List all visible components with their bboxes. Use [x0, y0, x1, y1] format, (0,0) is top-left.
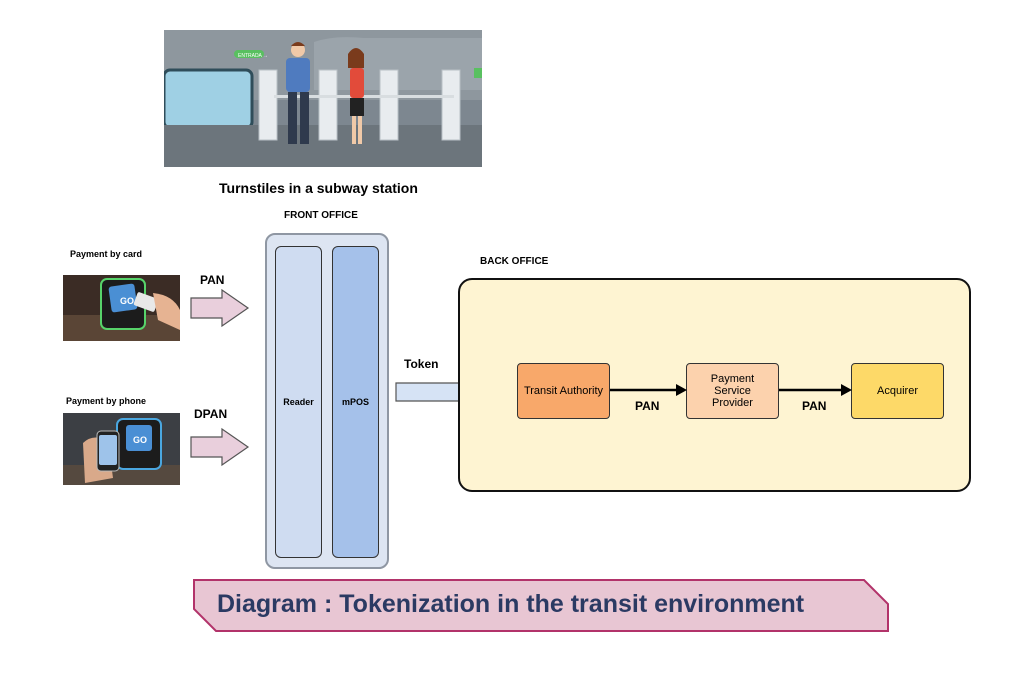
card-payment-photo: GO	[63, 275, 180, 341]
back-office-title: BACK OFFICE	[480, 256, 549, 267]
edge-psp-acquirer-label: PAN	[802, 399, 827, 413]
payment-service-provider-node: Payment Service Provider	[686, 363, 779, 419]
reader-box: Reader	[275, 246, 322, 558]
mpos-label: mPOS	[341, 397, 369, 407]
phone-payment-photo: GO	[63, 413, 180, 485]
turnstiles-illustration: ENTRADA →	[164, 30, 482, 167]
payment-phone-label: Payment by phone	[66, 396, 147, 406]
mpos-box: mPOS	[332, 246, 379, 558]
dpan-arrow	[190, 427, 250, 467]
edge-ta-psp	[610, 384, 687, 396]
edge-ta-psp-label: PAN	[635, 399, 660, 413]
woman-figure	[348, 48, 364, 144]
reader-label: Reader	[283, 397, 314, 407]
payment-card-label: Payment by card	[70, 249, 143, 259]
man-figure	[286, 42, 310, 144]
acquirer-label: Acquirer	[877, 385, 918, 397]
payment-service-provider-label: Payment Service Provider	[710, 373, 755, 409]
entrance-sign: ENTRADA →	[238, 53, 268, 59]
front-office-title: FRONT OFFICE	[284, 210, 358, 221]
edge-psp-acquirer	[779, 384, 852, 396]
title-banner	[193, 579, 889, 632]
pan-arrow	[190, 288, 250, 328]
turnstiles-caption: Turnstiles in a subway station	[219, 180, 418, 196]
phone-screen-text: GO	[133, 435, 147, 445]
turnstiles-photo: ENTRADA →	[164, 30, 482, 167]
pan-arrow-label: PAN	[200, 273, 225, 287]
dpan-arrow-label: DPAN	[194, 407, 228, 421]
transit-authority-node: Transit Authority	[517, 363, 610, 419]
token-arrow-label: Token	[404, 357, 439, 371]
transit-authority-label: Transit Authority	[523, 385, 604, 397]
acquirer-node: Acquirer	[851, 363, 944, 419]
card-screen-text: GO	[120, 296, 134, 306]
banner-title: Diagram : Tokenization in the transit en…	[217, 590, 805, 618]
